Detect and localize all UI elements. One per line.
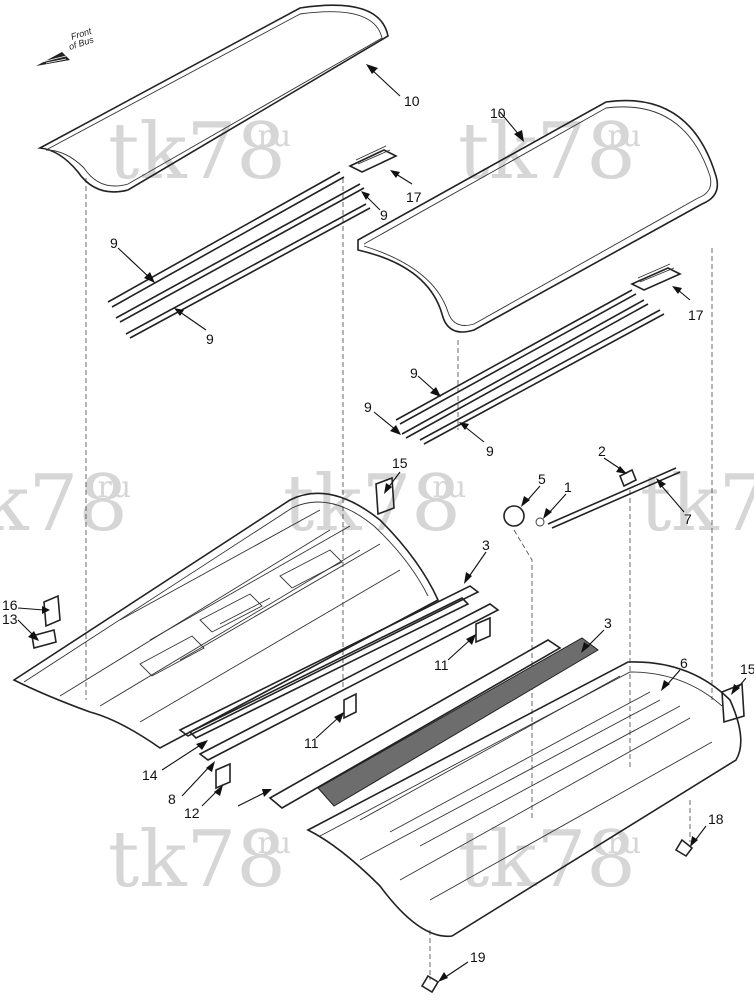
callout-1: 1 <box>564 479 572 495</box>
watermark-suffix: .ru <box>88 470 131 505</box>
callout-3-right: 3 <box>604 615 612 631</box>
callout-11-upper: 11 <box>434 657 449 673</box>
side-rails <box>178 585 500 761</box>
callout-2: 2 <box>598 443 606 459</box>
trim-strips-front <box>107 171 371 339</box>
callout-14: 14 <box>142 767 158 783</box>
callout-17-rear: 17 <box>688 307 704 323</box>
mesh-panel <box>317 637 599 807</box>
callout-15-right: 15 <box>740 661 754 677</box>
watermark-suffix: .ru <box>248 826 291 861</box>
trim-strips-rear <box>395 289 665 445</box>
watermark-text: tk78 <box>640 459 754 549</box>
callout-19: 19 <box>470 949 486 965</box>
callout-10-front: 10 <box>404 93 420 109</box>
front-roof-frame <box>12 492 440 749</box>
rear-roof-seal <box>357 99 719 333</box>
watermark-text: tk78 <box>283 459 461 549</box>
callout-7: 7 <box>684 511 692 527</box>
watermark-text: tk78 <box>458 107 636 197</box>
callout-9-front-c: 9 <box>206 331 214 347</box>
callout-9-front-b: 9 <box>380 207 388 223</box>
fastener-18-icon <box>674 838 694 858</box>
front-arrow-hatch-icon <box>41 55 68 65</box>
callout-3-left: 3 <box>482 537 490 553</box>
seal-strip-left <box>188 597 470 739</box>
watermark-suffix: .ru <box>423 470 466 505</box>
front-of-bus-indicator: Front of Bus <box>36 26 95 66</box>
callout-9-rear-b: 9 <box>364 399 372 415</box>
watermark-text: tk78 <box>108 815 286 905</box>
clip-part-17-rear <box>630 263 682 291</box>
rear-roof-frame <box>306 661 742 938</box>
callout-6: 6 <box>680 655 688 671</box>
watermark-suffix: .ru <box>248 119 291 154</box>
watermark-suffix: .ru <box>598 119 641 154</box>
watermark-text: tk78 <box>108 107 286 197</box>
callout-11-lower: 11 <box>304 735 319 751</box>
watermark-text: tk78 <box>0 459 128 549</box>
knob-icon <box>503 505 525 527</box>
callout-labels: 10 10 17 17 9 9 9 9 9 9 15 15 5 1 2 7 3 … <box>2 93 754 965</box>
watermark-text: tk78 <box>458 815 636 905</box>
hatch-handle-assembly <box>503 467 681 529</box>
callout-15-left: 15 <box>392 455 408 471</box>
callout-18: 18 <box>708 811 724 827</box>
callout-13: 13 <box>2 611 18 627</box>
callout-5: 5 <box>538 471 546 487</box>
callout-17-front: 17 <box>406 189 422 205</box>
callout-8: 8 <box>168 791 176 807</box>
clip-part-17-front <box>348 145 398 173</box>
center-rail <box>268 639 562 809</box>
callout-10-rear: 10 <box>490 105 506 121</box>
watermark-layer: tk78 .ru tk78 .ru tk78 .ru tk78 .ru tk78… <box>0 107 754 905</box>
callout-16: 16 <box>2 597 18 613</box>
front-roof-seal <box>37 4 389 193</box>
callout-12: 12 <box>184 805 200 821</box>
callout-9-rear-a: 9 <box>410 365 418 381</box>
leader-lines <box>17 64 747 982</box>
fasteners <box>420 838 694 994</box>
callout-9-rear-c: 9 <box>486 443 494 459</box>
callout-9-front-a: 9 <box>110 235 118 251</box>
fastener-19-icon <box>420 974 440 994</box>
washer-icon <box>535 517 545 527</box>
